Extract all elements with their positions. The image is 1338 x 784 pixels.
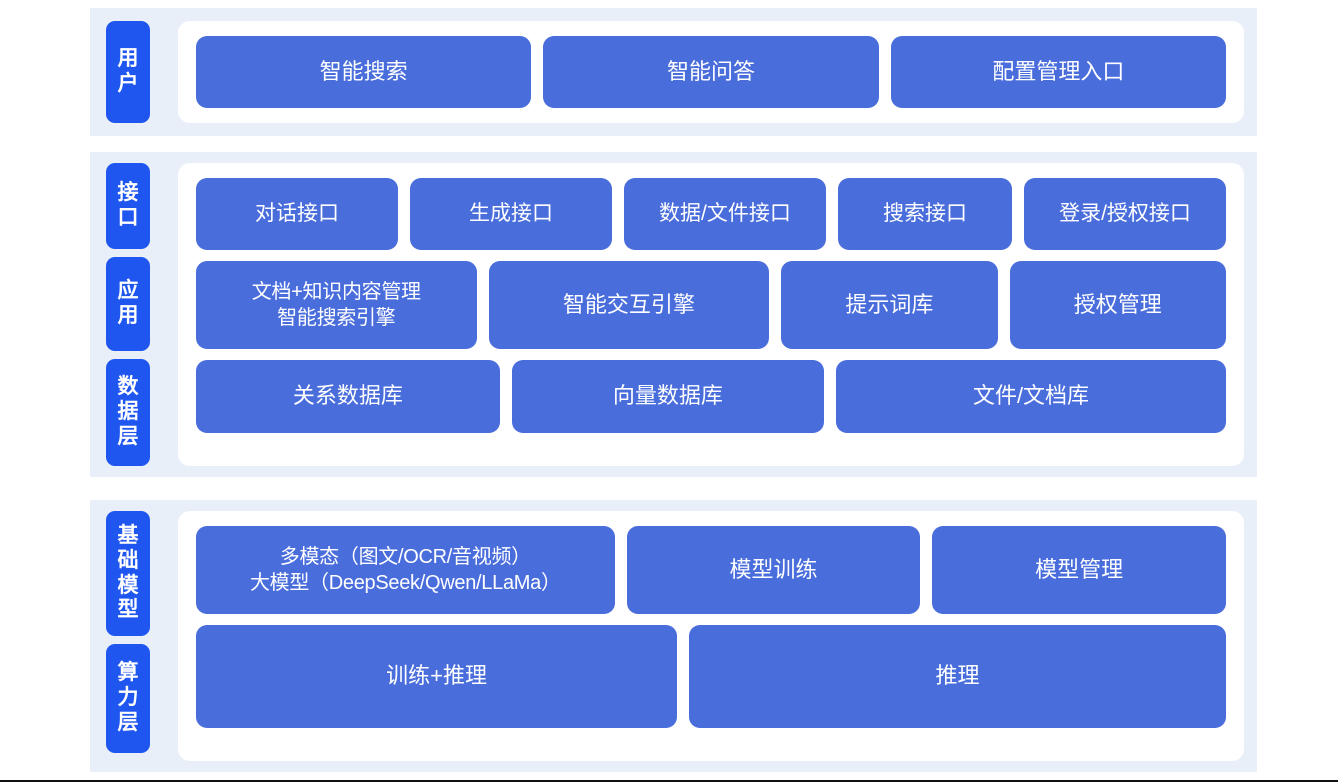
box-data-file-api-label: 数据/文件接口 — [659, 202, 791, 226]
section-middle: 接口 应用 数据层 对话接口 生成接口 数据/文件接口 — [90, 152, 1257, 477]
box-authorization-management-label: 授权管理 — [1073, 291, 1162, 317]
panel-user: 智能搜索 智能问答 配置管理入口 — [178, 21, 1244, 123]
box-multimodal-large-model[interactable]: 多模态（图文/OCR/音视频） 大模型（DeepSeek/Qwen/LLaMa） — [196, 526, 615, 614]
layer-tag-interface-label: 接口 — [117, 181, 139, 229]
box-training-inference[interactable]: 训练+推理 — [196, 625, 678, 728]
row-foundation-model: 多模态（图文/OCR/音视频） 大模型（DeepSeek/Qwen/LLaMa）… — [196, 526, 1227, 614]
box-model-training-label: 模型训练 — [729, 556, 818, 582]
row-application: 文档+知识内容管理 智能搜索引擎 智能交互引擎 提示词库 授权管理 — [196, 261, 1226, 349]
box-prompt-library[interactable]: 提示词库 — [781, 261, 998, 349]
box-search-api[interactable]: 搜索接口 — [837, 178, 1013, 250]
row-user: 智能搜索 智能问答 配置管理入口 — [196, 36, 1226, 108]
box-vector-database[interactable]: 向量数据库 — [511, 360, 824, 433]
box-smart-search-label: 智能搜索 — [319, 58, 408, 84]
panel-middle: 对话接口 生成接口 数据/文件接口 搜索接口 登录/授权接口 文档+知识内容管理… — [178, 163, 1244, 466]
box-smart-qa-label: 智能问答 — [666, 58, 755, 84]
box-inference[interactable]: 推理 — [689, 625, 1226, 728]
box-config-management-entry-label: 配置管理入口 — [992, 58, 1125, 84]
section-bottom: 基础模型 算力层 多模态（图文/OCR/音视频） 大模型（DeepSeek/Qw… — [90, 500, 1257, 772]
box-relational-database[interactable]: 关系数据库 — [196, 360, 500, 433]
box-dialog-api[interactable]: 对话接口 — [196, 178, 398, 250]
box-relational-database-label: 关系数据库 — [292, 383, 403, 409]
row-interface: 对话接口 生成接口 数据/文件接口 搜索接口 登录/授权接口 — [196, 178, 1227, 250]
section-user: 用户 智能搜索 智能问答 配置管理入口 — [90, 8, 1257, 136]
box-smart-interaction-engine-label: 智能交互引擎 — [562, 291, 695, 317]
box-data-file-api[interactable]: 数据/文件接口 — [623, 178, 826, 250]
layer-tag-compute-label: 算力层 — [117, 661, 139, 734]
box-file-document-store[interactable]: 文件/文档库 — [836, 360, 1226, 433]
box-vector-database-label: 向量数据库 — [612, 383, 723, 409]
panel-bottom: 多模态（图文/OCR/音视频） 大模型（DeepSeek/Qwen/LLaMa）… — [178, 511, 1244, 761]
box-model-training[interactable]: 模型训练 — [626, 526, 921, 614]
tag-column-bottom: 基础模型 算力层 — [90, 500, 152, 772]
tag-column-user: 用户 — [90, 8, 152, 136]
box-login-auth-api-label: 登录/授权接口 — [1059, 202, 1191, 226]
box-dialog-api-label: 对话接口 — [254, 202, 339, 226]
layer-tag-interface[interactable]: 接口 — [106, 163, 150, 249]
layer-tag-data[interactable]: 数据层 — [106, 359, 150, 466]
layer-tag-user[interactable]: 用户 — [106, 21, 150, 123]
box-config-management-entry[interactable]: 配置管理入口 — [890, 36, 1226, 108]
layer-tag-foundation-model-label: 基础模型 — [117, 523, 139, 622]
box-inference-label: 推理 — [935, 663, 980, 689]
bottom-divider — [0, 780, 1338, 782]
box-smart-interaction-engine[interactable]: 智能交互引擎 — [488, 261, 770, 349]
box-doc-knowledge-management[interactable]: 文档+知识内容管理 智能搜索引擎 — [196, 261, 477, 349]
layer-tag-foundation-model[interactable]: 基础模型 — [106, 511, 150, 636]
layer-tag-application[interactable]: 应用 — [106, 257, 150, 351]
box-search-api-label: 搜索接口 — [882, 202, 967, 226]
box-smart-search[interactable]: 智能搜索 — [196, 36, 532, 108]
layer-tag-application-label: 应用 — [117, 279, 139, 327]
row-compute: 训练+推理 推理 — [196, 625, 1226, 728]
box-smart-qa[interactable]: 智能问答 — [543, 36, 879, 108]
row-data: 关系数据库 向量数据库 文件/文档库 — [196, 360, 1226, 433]
box-authorization-management[interactable]: 授权管理 — [1009, 261, 1226, 349]
tag-column-middle: 接口 应用 数据层 — [90, 152, 152, 477]
box-doc-knowledge-management-label: 文档+知识内容管理 智能搜索引擎 — [251, 281, 421, 329]
box-training-inference-label: 训练+推理 — [386, 663, 487, 689]
box-login-auth-api[interactable]: 登录/授权接口 — [1024, 178, 1227, 250]
box-generation-api-label: 生成接口 — [468, 202, 553, 226]
box-prompt-library-label: 提示词库 — [845, 291, 934, 317]
box-generation-api[interactable]: 生成接口 — [409, 178, 612, 250]
box-file-document-store-label: 文件/文档库 — [972, 383, 1090, 409]
layer-tag-compute[interactable]: 算力层 — [106, 644, 150, 753]
box-model-management-label: 模型管理 — [1035, 556, 1124, 582]
layer-tag-data-label: 数据层 — [117, 375, 139, 448]
layer-tag-user-label: 用户 — [117, 47, 139, 95]
box-multimodal-large-model-label: 多模态（图文/OCR/音视频） 大模型（DeepSeek/Qwen/LLaMa） — [249, 546, 561, 594]
box-model-management[interactable]: 模型管理 — [932, 526, 1227, 614]
